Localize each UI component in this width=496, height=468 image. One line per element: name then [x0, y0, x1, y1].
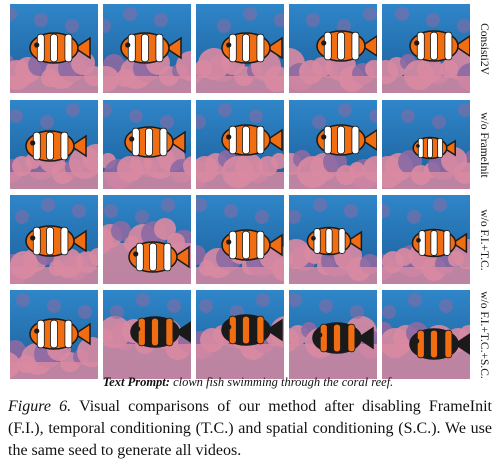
- video-frame: [103, 195, 191, 284]
- video-frame: [289, 100, 377, 189]
- row-label-consisti2v: Consisti2V: [478, 22, 490, 75]
- video-frame: [10, 195, 98, 284]
- video-frame: [196, 195, 284, 284]
- video-frame: [289, 290, 377, 379]
- prompt-text: clown fish swimming through the coral re…: [173, 375, 394, 389]
- row-consisti2v: [10, 4, 470, 93]
- prompt-label: Text Prompt:: [102, 375, 170, 389]
- video-frame: [196, 4, 284, 93]
- video-frame: [10, 4, 98, 93]
- video-frame: [382, 290, 470, 379]
- video-frame: [382, 195, 470, 284]
- video-frame: [196, 100, 284, 189]
- video-frame: [382, 100, 470, 189]
- frame-grid: [10, 4, 470, 380]
- video-frame: [289, 195, 377, 284]
- row-wo-fi-tc-sc: [10, 290, 470, 379]
- caption-text: Visual comparisons of our method after d…: [8, 398, 493, 459]
- text-prompt: Text Prompt: clown fish swimming through…: [0, 375, 496, 390]
- row-label-wo-fi-tc-sc: w/o F.I.+T.C.+S.C.: [478, 290, 490, 379]
- video-frame: [103, 4, 191, 93]
- video-frame: [10, 100, 98, 189]
- caption-label: Figure 6.: [8, 398, 72, 415]
- video-frame: [103, 290, 191, 379]
- video-frame: [10, 290, 98, 379]
- video-frame: [289, 4, 377, 93]
- video-frame: [103, 100, 191, 189]
- row-label-wo-fi-tc: w/o F.I.+T.C.: [478, 208, 490, 271]
- row-wo-frameinit: [10, 100, 470, 189]
- figure-caption: Figure 6. Visual comparisons of our meth…: [8, 396, 492, 462]
- video-frame: [196, 290, 284, 379]
- video-frame: [382, 4, 470, 93]
- row-label-wo-frameinit: w/o FrameInit: [478, 111, 490, 178]
- row-wo-fi-tc: [10, 195, 470, 284]
